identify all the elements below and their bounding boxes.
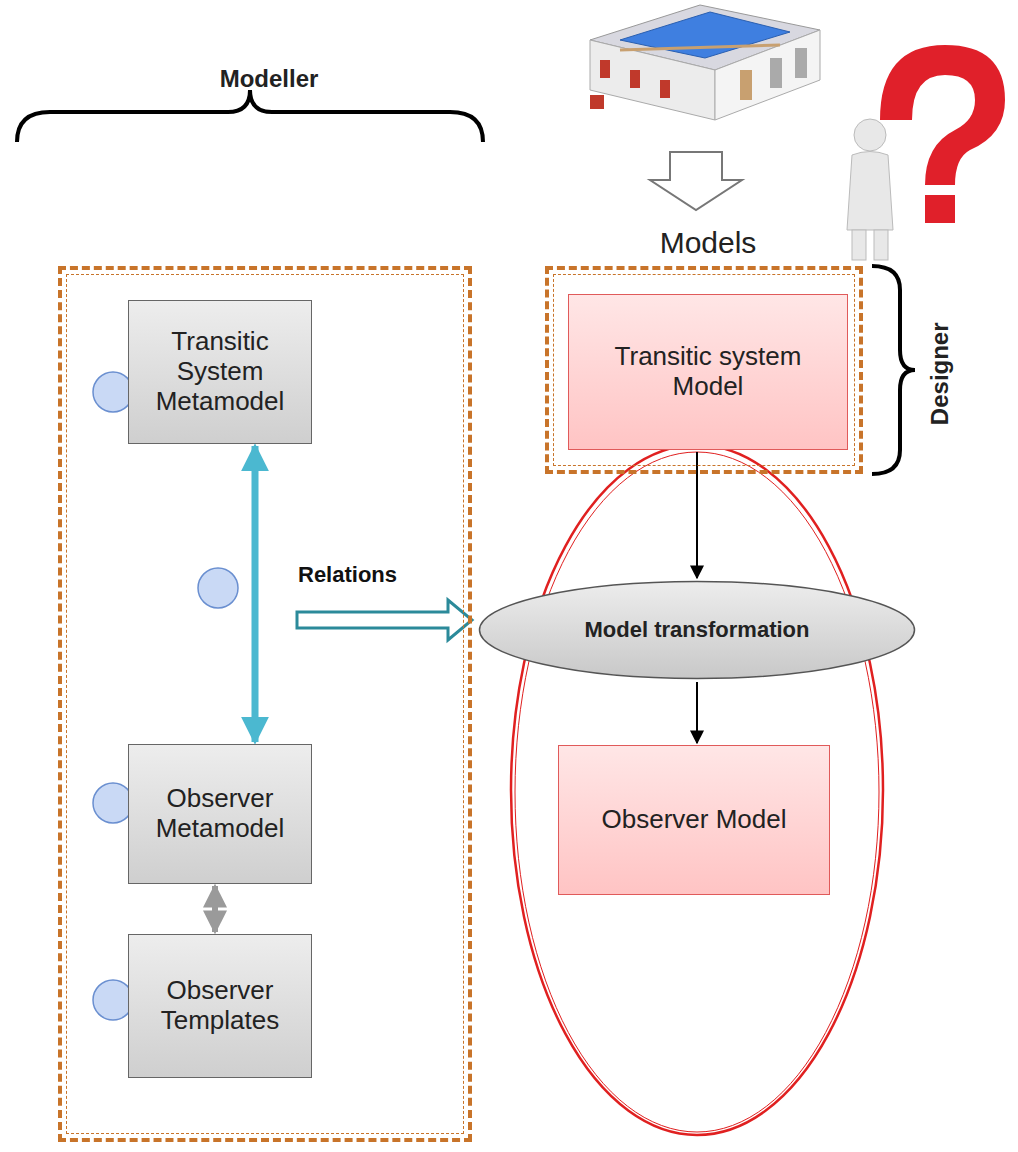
region-heading: Models [549, 226, 867, 261]
node-label: Observer Model [602, 805, 787, 835]
region-heading: Modeller [62, 65, 476, 93]
region-heading: Designer [925, 322, 953, 425]
highlight-ellipse [515, 452, 879, 1132]
metamodel-box: Transitic System Metamodel [128, 300, 312, 444]
highlight-ellipse [511, 445, 883, 1135]
node-label: Transitic system Model [577, 342, 839, 402]
model-box: Observer Model [558, 745, 830, 895]
metamodel-box: Observer Metamodel [128, 744, 312, 884]
curly-brace [17, 90, 483, 142]
relations-arrow [297, 600, 472, 640]
node-label: Observer Templates [137, 976, 303, 1036]
connector-arrow [252, 446, 259, 742]
relation-label: Relations [298, 562, 397, 588]
node-label: Model transformation [545, 617, 850, 642]
node-label: Observer Metamodel [137, 784, 303, 844]
designer-region: ModelsDesignerTransitic system Model [545, 266, 863, 474]
factory-illustration [590, 5, 820, 120]
question-figure [847, 45, 1005, 260]
bullet-dots [93, 372, 238, 1020]
connector-arrow [696, 682, 698, 743]
node-label: Transitic System Metamodel [137, 327, 303, 417]
connector-arrow [212, 886, 218, 932]
modeller-region: ModellerTransitic System MetamodelObserv… [58, 266, 472, 1142]
flow-arrow [650, 152, 742, 210]
curly-brace [872, 266, 915, 474]
model-box: Transitic system Model [568, 294, 848, 450]
template-box: Observer Templates [128, 934, 312, 1078]
transformation-ellipse: Model transformation [478, 580, 916, 680]
